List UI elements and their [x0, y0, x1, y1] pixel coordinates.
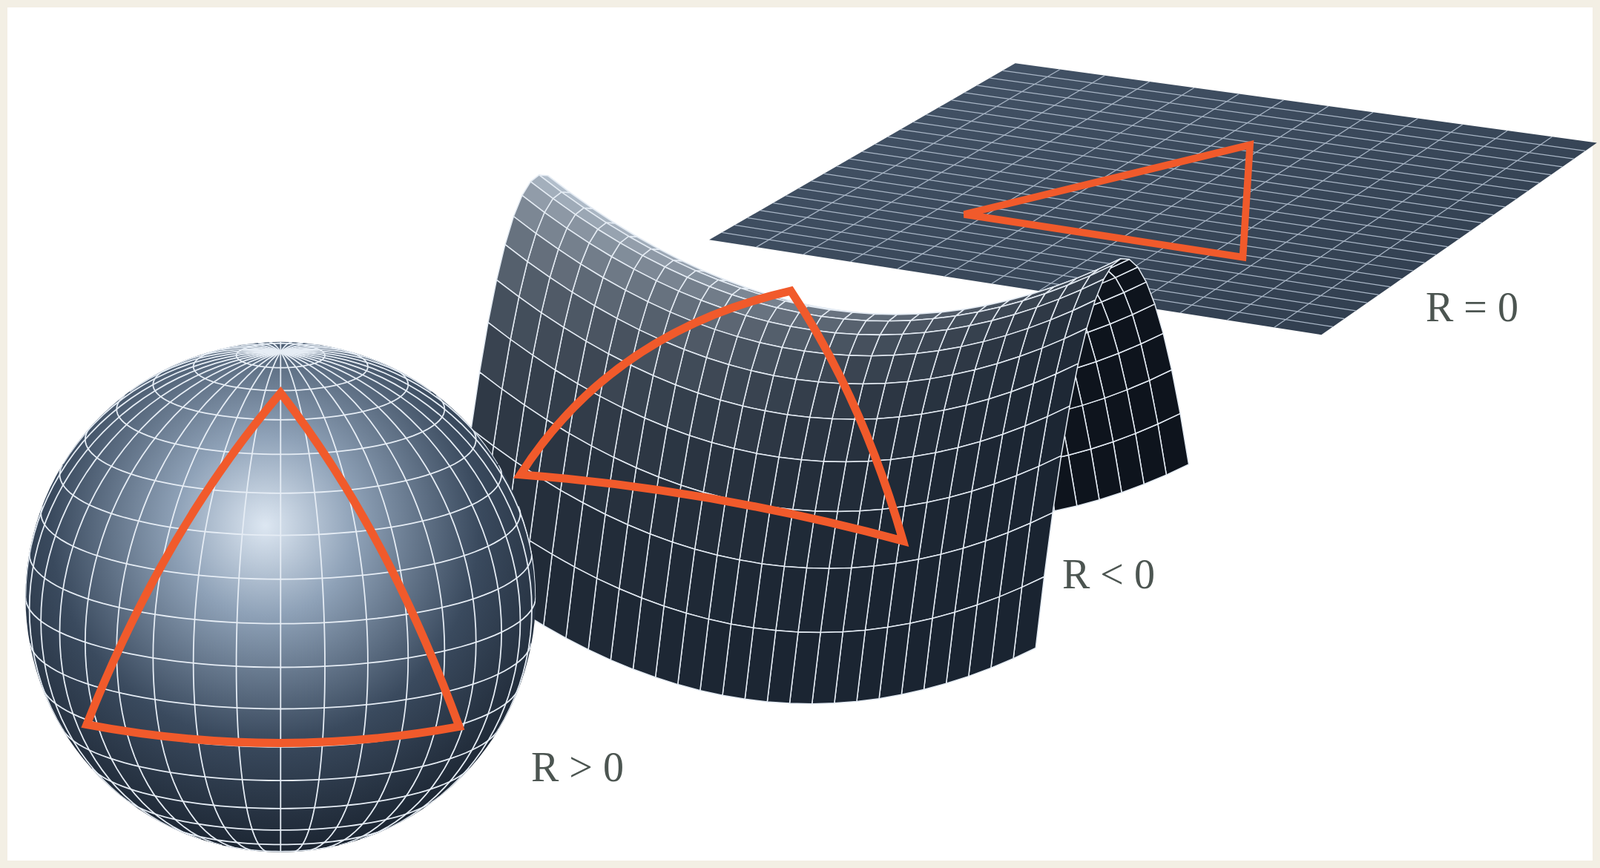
- sphere-grid-line: [280, 349, 391, 368]
- flat-plane: [709, 63, 1598, 335]
- sphere-grid-line: [59, 351, 281, 828]
- sphere-grid-line: [280, 351, 476, 839]
- sphere-grid-line: [25, 351, 281, 598]
- sphere-grid-line: [236, 351, 282, 852]
- sphere-grid-line: [29, 351, 282, 730]
- figure-group: [25, 63, 1597, 852]
- sphere-grid-line: [280, 351, 408, 849]
- plane-grid-line: [1085, 112, 1374, 299]
- sphere-grid-line: [280, 341, 292, 352]
- plane-grid-line: [747, 218, 1356, 311]
- plane-grid-line: [1038, 106, 1328, 291]
- plane-surface: [709, 63, 1598, 335]
- sphere-grid-line: [279, 351, 282, 852]
- plane-grid-line: [900, 129, 1494, 216]
- plane-grid-line: [1002, 70, 1586, 151]
- saddle-surface: [453, 175, 1189, 704]
- plane-grid-line: [1132, 118, 1418, 306]
- sphere: [25, 341, 536, 853]
- saddle-triangle: [520, 290, 904, 541]
- sphere-grid-line: [152, 351, 281, 849]
- sphere-grid-line: [280, 351, 498, 464]
- plane-grid-line: [734, 224, 1345, 319]
- plane-grid-line: [976, 85, 1563, 167]
- plane-grid-line: [925, 114, 1517, 199]
- sphere-grid-line: [193, 351, 282, 851]
- sphere-grid-line: [280, 351, 502, 828]
- sphere-grid-line: [280, 350, 431, 392]
- flat-triangle: [964, 144, 1250, 257]
- plane-grid-line: [989, 77, 1575, 159]
- curvature-label: R > 0: [528, 743, 627, 793]
- plane-grid-line: [785, 195, 1391, 288]
- sphere-grid-line: [280, 351, 536, 598]
- sphere-grid-line: [280, 351, 368, 851]
- plane-grid-line: [811, 180, 1414, 271]
- plane-grid-line: [824, 173, 1425, 263]
- sphere-triangle: [86, 393, 460, 744]
- sphere-grid: [25, 341, 536, 853]
- curvature-label: R = 0: [1422, 283, 1522, 333]
- sphere-grid-line: [63, 351, 281, 464]
- curvature-label: R < 0: [1059, 550, 1158, 600]
- plane-grid-line: [772, 203, 1379, 296]
- sphere-grid-line: [280, 351, 532, 730]
- plane-grid-line: [913, 122, 1506, 207]
